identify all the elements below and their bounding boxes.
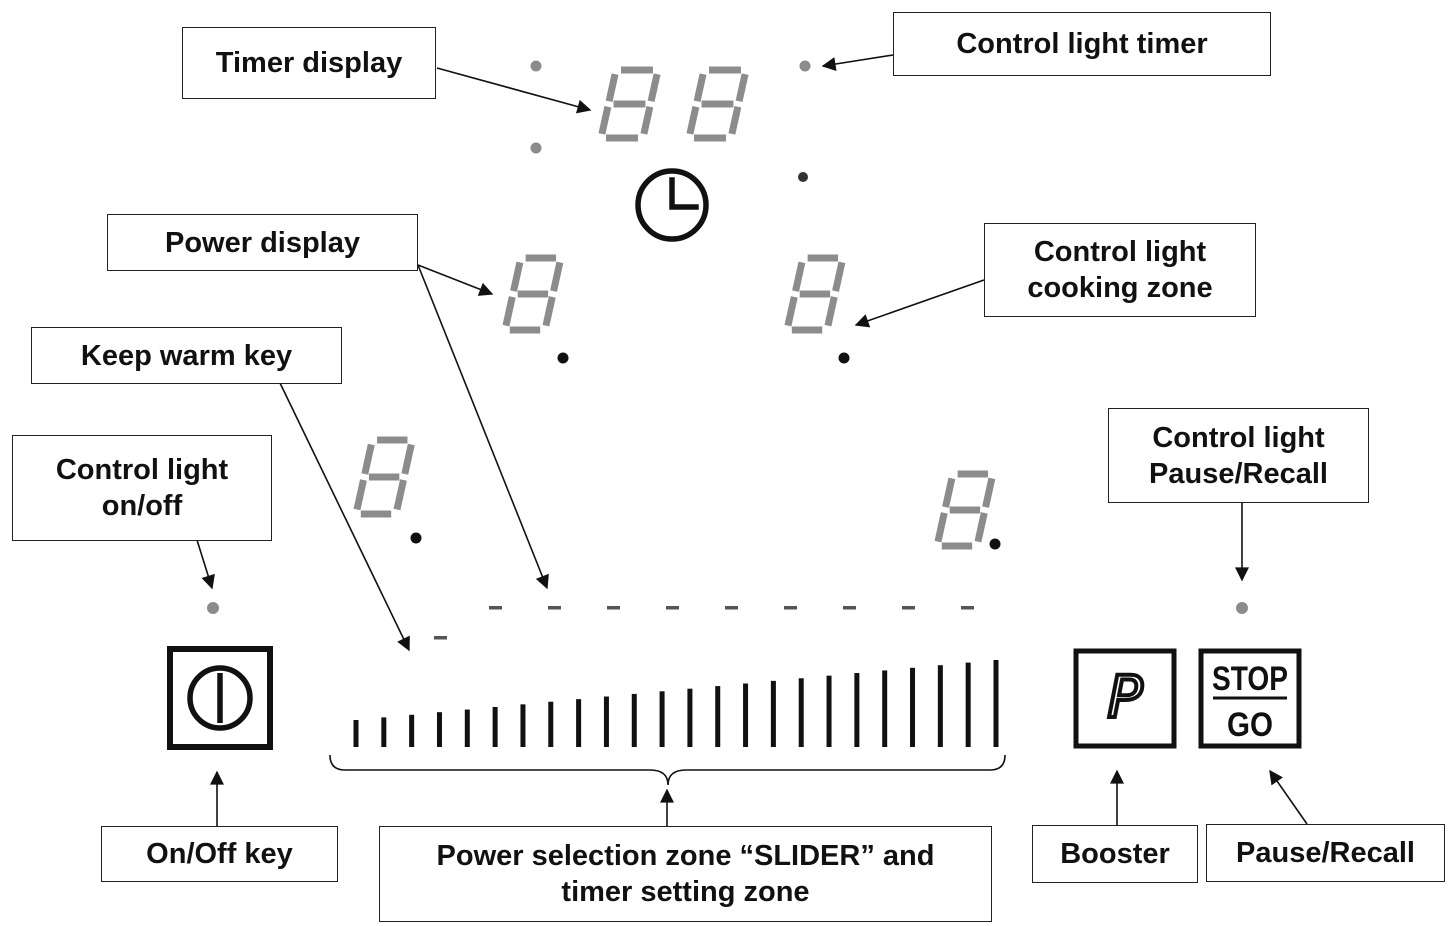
stop-text: STOP: [1212, 660, 1288, 698]
slider-bar[interactable]: [937, 665, 943, 747]
level-dash: [607, 606, 620, 610]
arrow-keep-warm-key: [279, 382, 410, 652]
slider-bar[interactable]: [715, 686, 721, 747]
slider-bar[interactable]: [798, 678, 804, 747]
label-pause-recall: Pause/Recall: [1206, 824, 1445, 882]
slider-bar[interactable]: [993, 660, 999, 747]
control-light-timer-dot: [799, 60, 811, 72]
slider-bar[interactable]: [353, 720, 359, 747]
label-keep-warm-key: Keep warm key: [31, 327, 342, 384]
power-slider[interactable]: [353, 660, 999, 747]
label-timer-display: Timer display: [182, 27, 436, 99]
arrow-power-display-dash: [417, 264, 549, 590]
label-power-display: Power display: [107, 214, 418, 271]
level-dash: [843, 606, 856, 610]
power-digit-back-right: [784, 254, 846, 334]
arrow-control-light-cooking-zone: [854, 279, 985, 328]
level-dash: [489, 606, 502, 610]
zone-dot-back-left: [557, 352, 569, 364]
booster-key-button[interactable]: P: [1073, 648, 1177, 749]
arrow-control-light-timer: [821, 54, 894, 71]
slider-bar[interactable]: [910, 667, 916, 747]
timer-dot-bottom-left: [530, 142, 542, 154]
level-dash: [666, 606, 679, 610]
slider-bar[interactable]: [659, 691, 665, 747]
onoff-key-button[interactable]: [167, 646, 273, 750]
slider-bar[interactable]: [548, 701, 554, 747]
booster-p-symbol: P: [1108, 663, 1143, 731]
level-dash: [784, 606, 797, 610]
slider-brace: [329, 754, 1006, 786]
arrow-timer-display: [436, 67, 592, 114]
power-digit-back-left: [502, 254, 564, 334]
seven-segment-displays: [353, 66, 996, 550]
zone-dot-back-right: [838, 352, 850, 364]
power-icon: [187, 665, 253, 731]
go-text: GO: [1227, 706, 1273, 744]
slider-bar[interactable]: [520, 704, 526, 747]
pause-control-light-dot: [1236, 602, 1248, 614]
level-dash: [902, 606, 915, 610]
slider-bar[interactable]: [826, 675, 832, 747]
power-digit-front-right: [934, 470, 996, 550]
timer-dot-right: [798, 172, 808, 182]
slider-bar[interactable]: [464, 709, 470, 747]
slider-bar[interactable]: [770, 680, 776, 747]
level-dash: [961, 606, 974, 610]
slider-bar[interactable]: [882, 670, 888, 747]
control-light-dots: [207, 60, 1248, 614]
slider-bar[interactable]: [743, 683, 749, 747]
label-control-light-onoff: Control light on/off: [12, 435, 272, 541]
slider-bar[interactable]: [436, 712, 442, 747]
zone-dot-front-left: [410, 532, 422, 544]
slider-level-dashes: [434, 606, 974, 640]
leader-lines: [196, 54, 1308, 826]
arrow-pause-recall: [1269, 769, 1308, 825]
level-dash: [725, 606, 738, 610]
level-dash: [548, 606, 561, 610]
onoff-control-light-dot: [207, 602, 219, 614]
label-control-light-pause-recall: Control light Pause/Recall: [1108, 408, 1369, 503]
timer-digit-tens: [598, 66, 661, 142]
slider-bar[interactable]: [854, 673, 860, 747]
slider-bar[interactable]: [687, 688, 693, 747]
label-booster: Booster: [1032, 825, 1198, 883]
label-control-light-timer: Control light timer: [893, 12, 1271, 76]
timer-dot-top-left: [530, 60, 542, 72]
zone-dot-front-right: [989, 538, 1001, 550]
stop-go-key-button[interactable]: STOP GO: [1198, 648, 1302, 749]
power-digit-front-left: [353, 436, 415, 518]
slider-bar[interactable]: [409, 714, 415, 747]
label-control-light-cooking-zone: Control light cooking zone: [984, 223, 1256, 317]
label-onoff-key: On/Off key: [101, 826, 338, 882]
slider-bar[interactable]: [492, 706, 498, 747]
arrow-power-display-digit: [417, 264, 494, 296]
keep-warm-dash: [434, 636, 447, 640]
slider-bar[interactable]: [965, 662, 971, 747]
slider-bar[interactable]: [576, 699, 582, 747]
slider-bar[interactable]: [381, 717, 387, 747]
arrow-control-light-onoff: [196, 539, 215, 590]
timer-digit-units: [686, 66, 749, 142]
slider-bar[interactable]: [631, 693, 637, 747]
label-slider-zone: Power selection zone “SLIDER” and timer …: [379, 826, 992, 922]
clock-icon: [635, 168, 709, 242]
slider-bar[interactable]: [603, 696, 609, 747]
